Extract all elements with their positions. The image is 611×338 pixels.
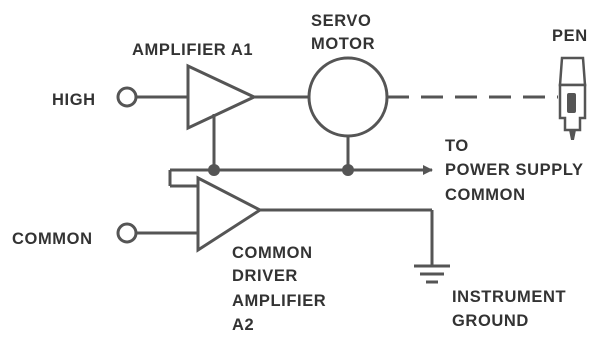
common-input-terminal — [116, 222, 138, 244]
high-input-terminal — [116, 86, 138, 108]
to-label: TO — [445, 137, 469, 155]
driver-a2-label: A2 — [232, 316, 254, 334]
amplifier-a2-triangle — [196, 175, 263, 253]
ground-label: GROUND — [452, 312, 529, 330]
servo-motor-circle — [307, 56, 389, 138]
servo-label: SERVO — [311, 12, 371, 30]
motor-label: MOTOR — [311, 35, 375, 53]
supply-common-label: COMMON — [445, 186, 526, 204]
power-supply-label: POWER SUPPLY — [445, 161, 584, 179]
common-input-label: COMMON — [12, 230, 93, 248]
pen-icon — [558, 56, 587, 140]
ground-symbol-icon — [414, 264, 450, 284]
driver-amplifier-label: AMPLIFIER — [232, 292, 326, 310]
amplifier-a1-label: AMPLIFIER A1 — [132, 41, 253, 59]
driver-label: DRIVER — [232, 267, 298, 285]
amplifier-a1-triangle — [186, 63, 258, 131]
instrument-label: INSTRUMENT — [452, 288, 566, 306]
junction-node-motor — [342, 164, 354, 176]
pen-label: PEN — [552, 27, 588, 45]
junction-node-a1 — [208, 164, 220, 176]
driver-common-label: COMMON — [232, 244, 313, 262]
high-input-label: HIGH — [52, 91, 96, 109]
